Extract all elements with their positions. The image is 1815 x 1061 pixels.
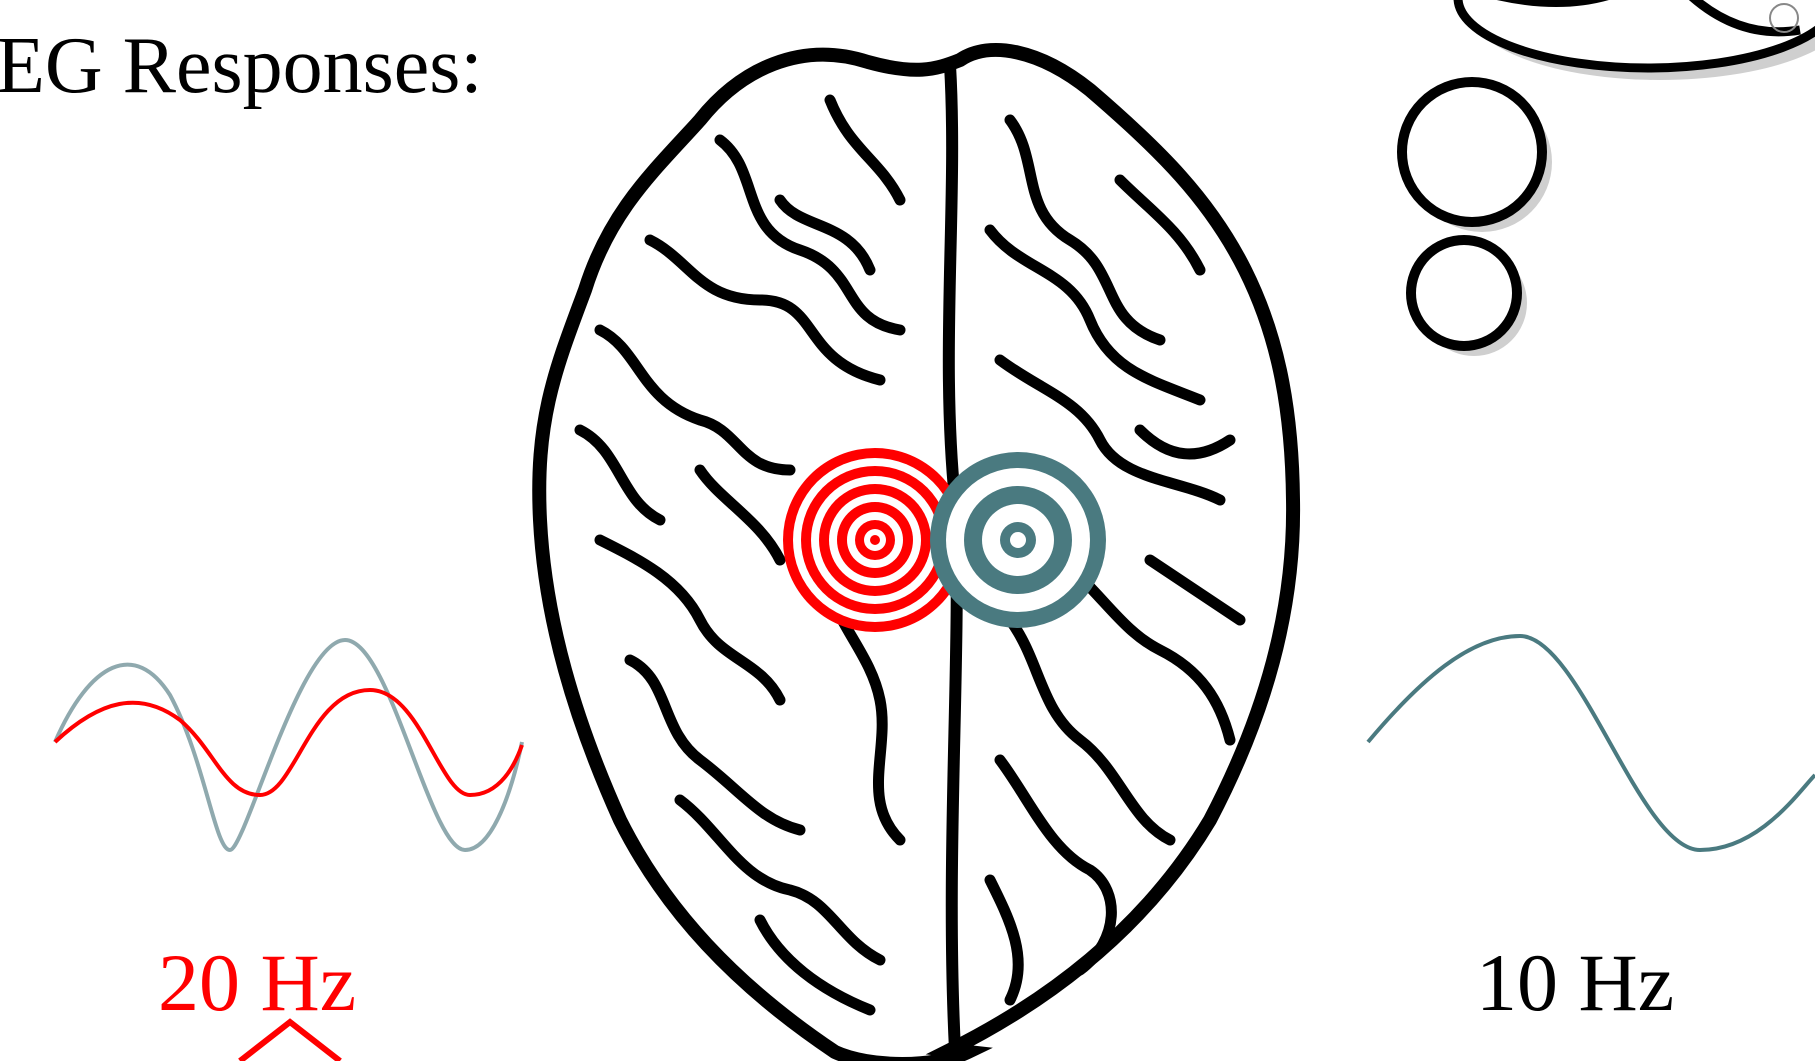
- teal-target-icon: [930, 452, 1106, 628]
- left-frequency-label: 20 Hz: [158, 937, 356, 1028]
- heading-title: EG Responses:: [0, 22, 483, 110]
- right-frequency-label: 10 Hz: [1476, 937, 1674, 1028]
- left-teal-wave: [55, 640, 522, 850]
- thought-bubble-icon: [1402, 0, 1815, 356]
- right-teal-wave: [1368, 636, 1815, 850]
- left-red-wave: [55, 690, 522, 795]
- left-wave-group: [55, 640, 522, 850]
